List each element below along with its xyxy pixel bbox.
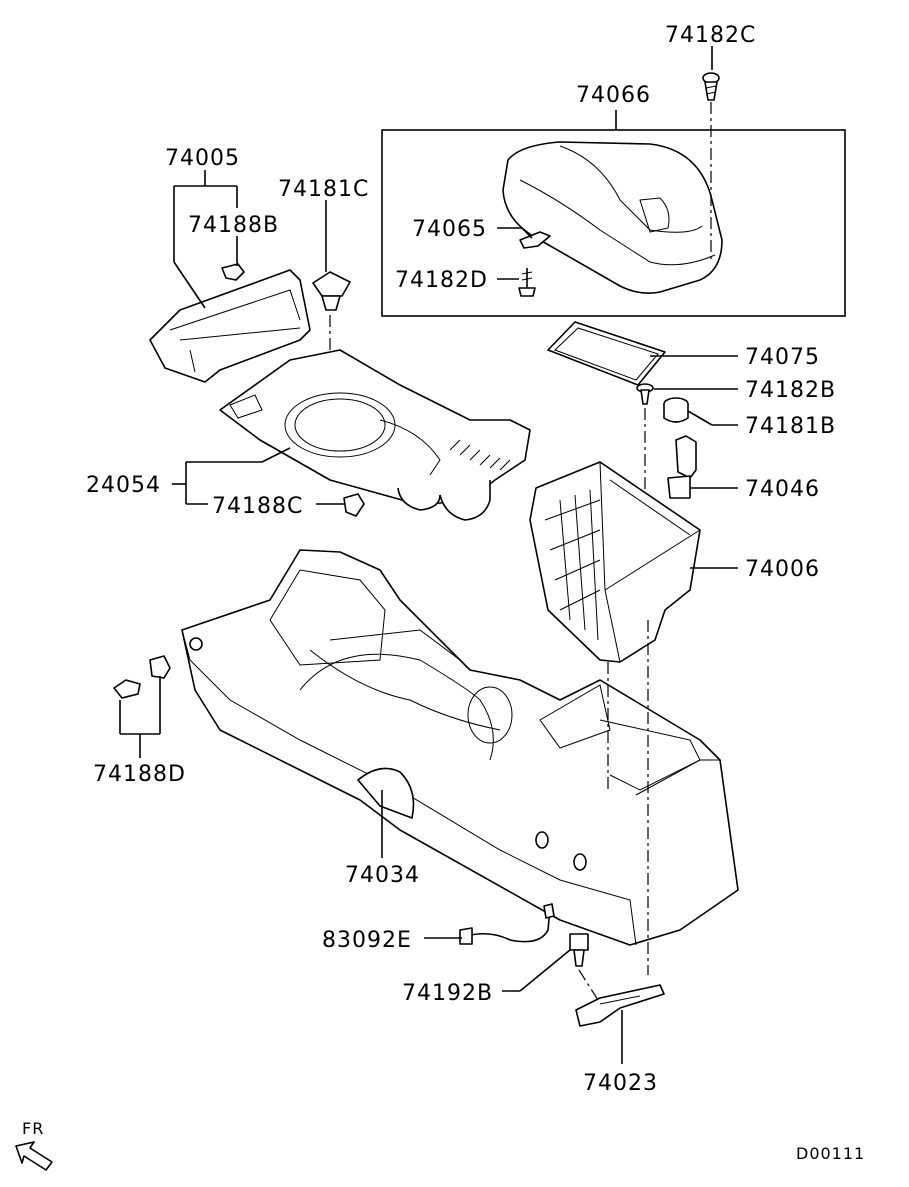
storage-box-74006	[529, 461, 701, 663]
label-74188D: 74188D	[93, 762, 186, 787]
console-body-74034	[181, 549, 739, 975]
label-74034: 74034	[345, 863, 420, 888]
clip-74188C	[343, 493, 365, 517]
label-74182D: 74182D	[395, 268, 488, 293]
screw-74182D	[518, 268, 536, 297]
part-labels: 74182C 74066 74005 74181C 74188B 74065 7…	[86, 23, 836, 1096]
label-74181C: 74181C	[278, 177, 369, 202]
lid-assembly-box	[381, 129, 846, 317]
armrest-lid-group	[381, 102, 846, 317]
label-74181B: 74181B	[745, 414, 836, 439]
label-24054: 24054	[86, 473, 161, 498]
diagram-code: D00111	[796, 1144, 865, 1163]
clip-74065	[519, 231, 551, 249]
label-74188B: 74188B	[188, 213, 279, 238]
clip-74188B	[221, 263, 245, 281]
label-83092E: 83092E	[322, 928, 412, 953]
orientation-label: FR	[22, 1119, 44, 1138]
arrow-icon	[15, 1141, 53, 1171]
screw-74182C	[702, 72, 720, 101]
label-74075: 74075	[745, 345, 820, 370]
cupholder-panel-24054	[219, 349, 531, 521]
armrest-lid	[502, 141, 723, 294]
label-74188C: 74188C	[212, 494, 303, 519]
clip-74188D	[113, 655, 171, 699]
plug-74181B	[663, 397, 689, 423]
bracket-74046	[667, 435, 697, 499]
front-tray-74005	[149, 263, 311, 383]
label-74065: 74065	[412, 217, 487, 242]
bracket-74023	[575, 984, 665, 1027]
label-74023: 74023	[583, 1071, 658, 1096]
label-74066: 74066	[576, 83, 651, 108]
mat-74075	[547, 321, 666, 386]
front-direction-arrow: FR	[15, 1119, 53, 1171]
label-74046: 74046	[745, 477, 820, 502]
bolt-74192B	[569, 933, 599, 1001]
clip-74181C	[312, 271, 351, 370]
wire-harness-83092E	[459, 903, 555, 945]
label-74006: 74006	[745, 557, 820, 582]
label-74182B: 74182B	[745, 378, 836, 403]
label-74182C: 74182C	[665, 23, 756, 48]
label-74192B: 74192B	[402, 981, 493, 1006]
label-74005: 74005	[165, 146, 240, 171]
leader-lines	[119, 46, 738, 1064]
